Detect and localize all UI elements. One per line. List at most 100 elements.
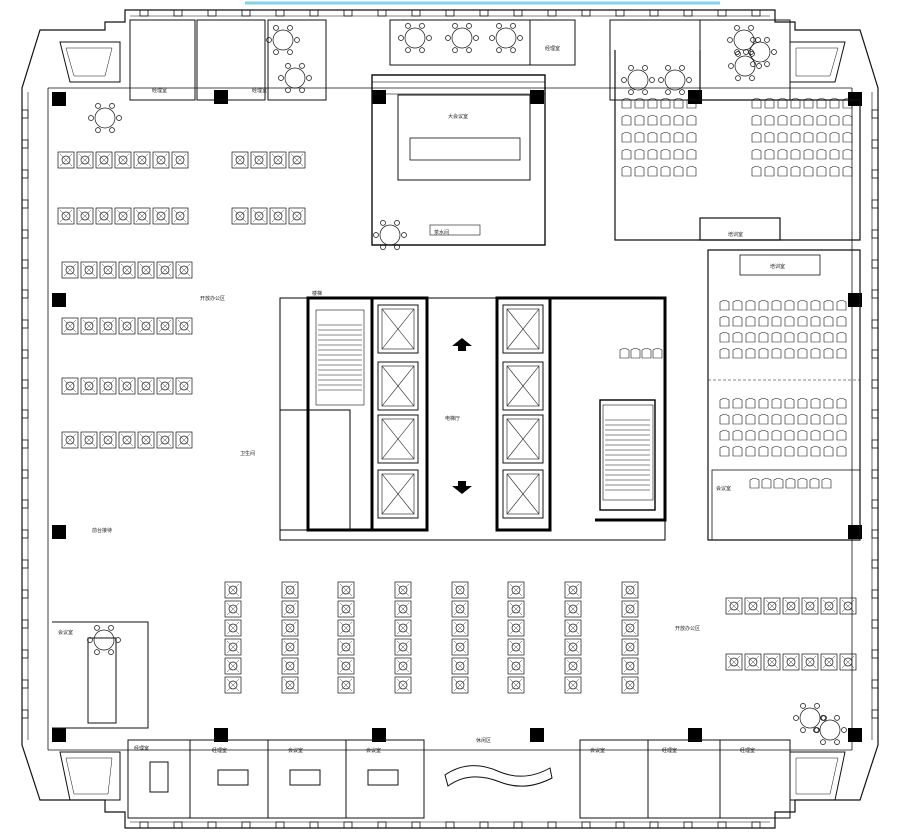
mullion <box>479 9 489 17</box>
chair-icon <box>821 478 832 489</box>
chair-icon <box>665 89 671 95</box>
chair-icon <box>771 430 782 441</box>
desk-cluster-icon <box>156 431 174 449</box>
chair-icon <box>727 37 733 43</box>
chair-icon <box>647 115 658 126</box>
chair-icon <box>137 155 147 165</box>
chair-icon <box>647 98 658 109</box>
chair-icon <box>829 115 840 126</box>
desk-cluster-icon <box>763 597 781 615</box>
chair-icon <box>790 98 801 109</box>
chair-icon <box>842 166 853 177</box>
chair-icon <box>634 115 645 126</box>
chair-icon <box>568 661 578 671</box>
chair-icon <box>679 65 685 71</box>
chair-icon <box>790 132 801 143</box>
chair-icon <box>797 430 808 441</box>
chair-icon <box>660 98 671 109</box>
elevator-icon <box>502 304 544 354</box>
round-table-icon <box>793 703 827 733</box>
chair-icon <box>719 430 730 441</box>
chair-icon <box>179 321 189 331</box>
chair-icon <box>445 35 451 41</box>
mullion <box>21 619 29 629</box>
chair-icon <box>820 715 826 721</box>
mullion <box>21 169 29 179</box>
chair-icon <box>517 35 523 41</box>
chair-icon <box>786 657 796 667</box>
chair-icon <box>756 63 762 69</box>
mullion <box>309 821 319 829</box>
chair-icon <box>686 115 697 126</box>
desk-cluster-icon <box>337 657 355 675</box>
desk-cluster-icon <box>507 657 525 675</box>
chair-icon <box>745 316 756 327</box>
desk-cluster-icon <box>118 317 136 335</box>
desk-cluster-icon <box>99 317 117 335</box>
desk-cluster-icon <box>564 676 582 694</box>
mullion <box>275 821 285 829</box>
mullion <box>21 529 29 539</box>
workstation-clusters <box>57 151 857 694</box>
desk-cluster-icon <box>80 431 98 449</box>
desk-cluster-icon <box>156 261 174 279</box>
chair-icon <box>816 166 827 177</box>
chair-icon <box>634 132 645 143</box>
meeting-room-sw <box>52 621 149 729</box>
desk-cluster-icon <box>152 151 170 169</box>
chair-icon <box>803 132 814 143</box>
desk-cluster-icon <box>80 261 98 279</box>
chair-icon <box>452 23 458 29</box>
chair-icon <box>764 166 775 177</box>
round-table-icon <box>278 63 312 93</box>
chair-icon <box>834 715 840 721</box>
chair-icon <box>745 348 756 359</box>
mullion <box>479 821 489 829</box>
chair-icon <box>745 414 756 425</box>
desk-cluster-icon <box>80 317 98 335</box>
mullion <box>871 289 879 299</box>
corner-shafts <box>59 41 846 801</box>
room-labels: 开放办公区 开放办公区 前台接待 休闲区 大会议室 培训室 培训室 会议室 会议… <box>58 45 785 754</box>
mullion <box>21 559 29 569</box>
label-lounge: 休闲区 <box>476 737 491 744</box>
desk-cluster-icon <box>269 151 287 169</box>
column <box>52 293 66 307</box>
chair-icon <box>341 642 351 652</box>
mullion <box>871 139 879 149</box>
chair-icon <box>511 642 521 652</box>
chair-icon <box>784 300 795 311</box>
chair-icon <box>836 430 847 441</box>
desk-cluster-icon <box>621 657 639 675</box>
chair-icon <box>455 604 465 614</box>
chair-icon <box>673 115 684 126</box>
chair-icon <box>647 166 658 177</box>
desk-cluster-icon <box>57 151 75 169</box>
chair-icon <box>80 155 90 165</box>
mullion <box>241 9 251 17</box>
chair-icon <box>341 623 351 633</box>
mullion <box>683 821 693 829</box>
label-office-5: 会议室 <box>590 747 605 754</box>
chair-icon <box>287 25 293 31</box>
mullion <box>615 9 625 17</box>
mullion <box>871 169 879 179</box>
chair-icon <box>810 332 821 343</box>
chair-icon <box>793 715 799 721</box>
round-table-icon <box>266 25 300 55</box>
mullion <box>21 139 29 149</box>
label-office-n1: 经理室 <box>252 87 267 94</box>
chair-icon <box>816 115 827 126</box>
desk-cluster-icon <box>99 431 117 449</box>
chair-icon <box>842 115 853 126</box>
mullion <box>207 9 217 17</box>
chair-icon <box>84 265 94 275</box>
chair-icon <box>719 300 730 311</box>
desk-cluster-icon <box>507 619 525 637</box>
label-boardroom: 大会议室 <box>448 113 468 120</box>
elevator-icon <box>502 414 544 464</box>
mullion <box>871 319 879 329</box>
mullion <box>871 499 879 509</box>
chair-icon <box>836 332 847 343</box>
mullion <box>547 821 557 829</box>
